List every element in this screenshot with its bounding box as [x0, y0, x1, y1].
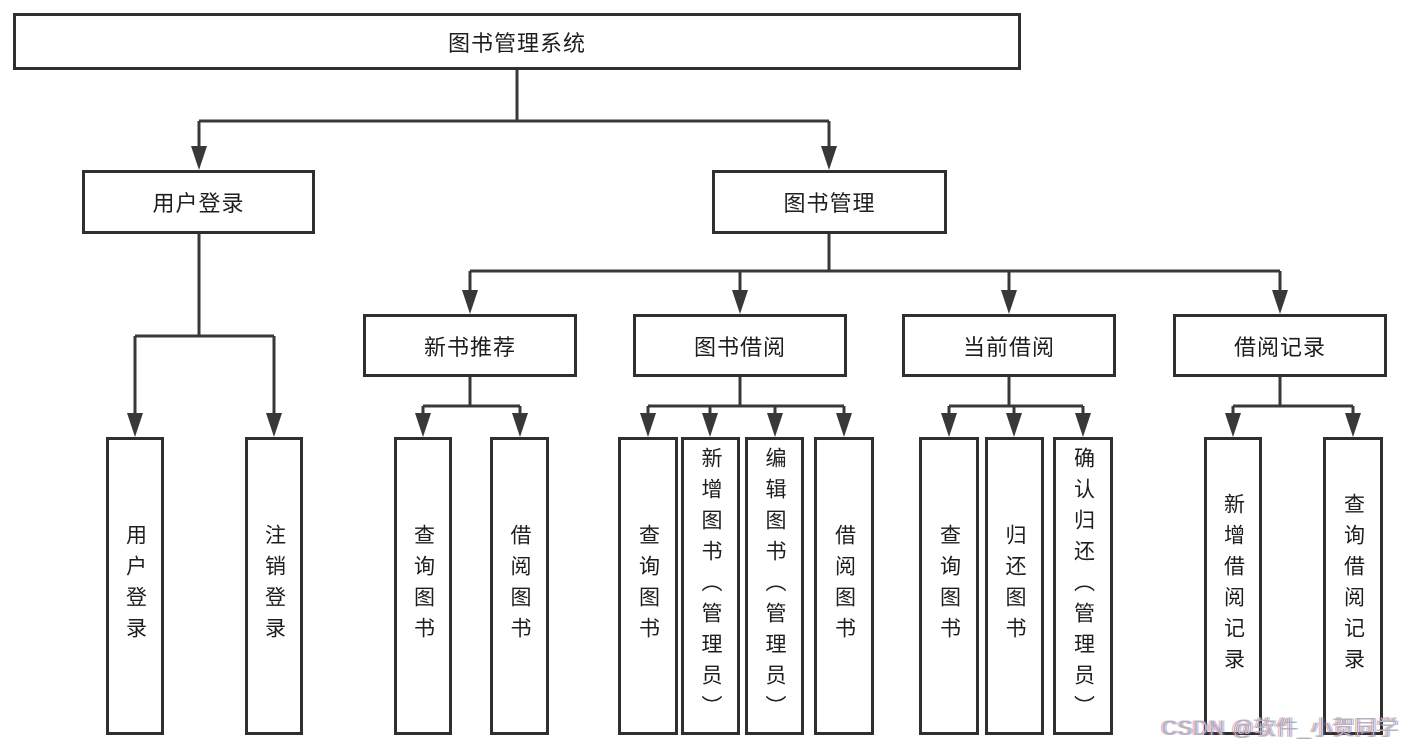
- leaf-query-borrow-record: 查询借阅记录: [1323, 437, 1383, 735]
- node-new-book-recommend: 新书推荐: [363, 314, 577, 377]
- leaf-confirm-return-admin-label: 确认归还（管理员）: [1071, 446, 1095, 726]
- leaf-query-books-current-label: 查询图书: [937, 524, 961, 648]
- leaf-query-books-borrowing-label: 查询图书: [636, 524, 660, 648]
- leaf-add-borrow-record: 新增借阅记录: [1204, 437, 1262, 735]
- node-root: 图书管理系统: [13, 13, 1021, 70]
- leaf-borrow-books-recommend: 借阅图书: [490, 437, 549, 735]
- leaf-user-login-label: 用户登录: [123, 524, 147, 648]
- node-book-borrowing: 图书借阅: [633, 314, 847, 377]
- node-user-login: 用户登录: [82, 170, 315, 234]
- leaf-borrow-books-recommend-label: 借阅图书: [508, 524, 531, 648]
- connector-lines: [133, 69, 1355, 414]
- leaf-confirm-return-admin: 确认归还（管理员）: [1053, 437, 1113, 735]
- leaf-query-books-recommend: 查询图书: [394, 437, 452, 735]
- leaf-add-borrow-record-label: 新增借阅记录: [1221, 493, 1245, 679]
- leaf-borrow-books-borrowing-label: 借阅图书: [832, 524, 856, 648]
- arrowheads: [127, 146, 1361, 437]
- leaf-query-books-current: 查询图书: [919, 437, 979, 735]
- leaf-query-books-borrowing: 查询图书: [618, 437, 678, 735]
- leaf-edit-books-admin-label: 编辑图书（管理员）: [763, 446, 786, 726]
- leaf-return-books-label: 归还图书: [1003, 524, 1026, 648]
- node-book-management: 图书管理: [712, 170, 947, 234]
- leaf-add-books-admin-label: 新增图书（管理员）: [699, 446, 722, 726]
- leaf-borrow-books-borrowing: 借阅图书: [814, 437, 874, 735]
- leaf-logout-label: 注销登录: [262, 524, 286, 648]
- leaf-return-books: 归还图书: [985, 437, 1044, 735]
- leaf-query-books-recommend-label: 查询图书: [411, 524, 435, 648]
- node-borrowing-records: 借阅记录: [1173, 314, 1387, 377]
- leaf-edit-books-admin: 编辑图书（管理员）: [745, 437, 804, 735]
- leaf-logout: 注销登录: [245, 437, 303, 735]
- leaf-add-books-admin: 新增图书（管理员）: [681, 437, 740, 735]
- leaf-query-borrow-record-label: 查询借阅记录: [1341, 493, 1365, 679]
- node-current-borrowing: 当前借阅: [902, 314, 1116, 377]
- leaf-user-login: 用户登录: [106, 437, 164, 735]
